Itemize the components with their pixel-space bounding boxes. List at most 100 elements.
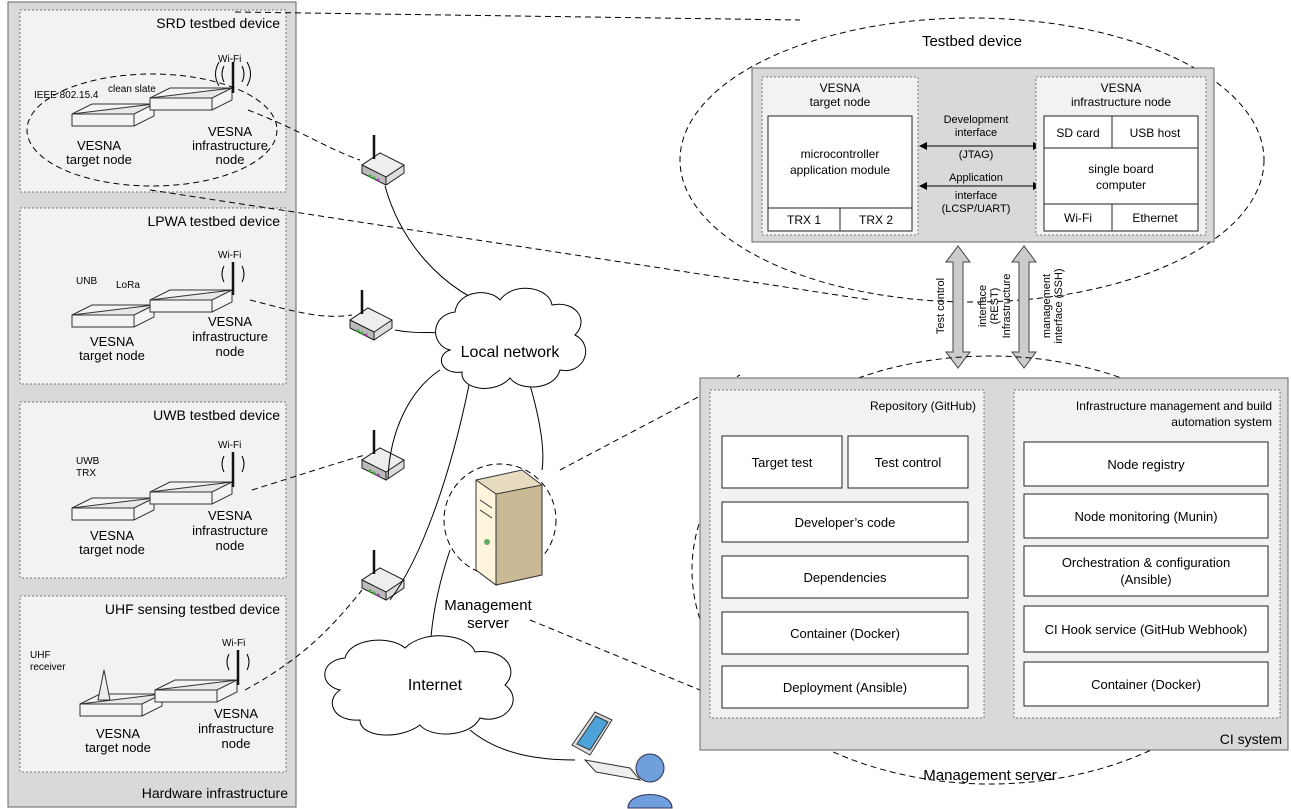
device-title: UHF sensing testbed device	[105, 601, 280, 617]
app-interface-1: Application	[949, 172, 1003, 184]
router-icon	[348, 288, 394, 342]
repository-title: Repository (GitHub)	[870, 399, 976, 413]
router-icon	[360, 548, 406, 602]
repo-item: Developer’s code	[795, 515, 896, 530]
device-title: UWB testbed device	[153, 407, 280, 423]
infra-interface-1: Infrastructure	[1001, 274, 1013, 339]
ci-hook-label: CI Hook service (GitHub Webhook)	[1045, 622, 1248, 637]
wifi-label: Wi-Fi	[218, 54, 241, 65]
usb-host-label: USB host	[1130, 126, 1181, 140]
wifi-antenna-icon	[221, 265, 245, 283]
internet-label: Internet	[408, 677, 463, 694]
radio-label-a: UNB	[76, 276, 97, 287]
test-interface-2: interface	[977, 285, 989, 327]
repo-item: Container (Docker)	[790, 626, 900, 641]
radio-label-a: UWB	[76, 456, 100, 467]
radio-label-b: LoRa	[116, 280, 140, 291]
infra-node-title-1: VESNA	[1101, 81, 1142, 95]
trx1-label: TRX 1	[787, 213, 821, 227]
trx2-label: TRX 2	[859, 213, 893, 227]
sd-card-label: SD card	[1056, 126, 1099, 140]
target-node-title-1: VESNA	[820, 81, 861, 95]
server-label-2: server	[467, 615, 509, 632]
mcu-box	[767, 115, 913, 209]
uwb-testbed-device: UWB testbed device UWB TRX Wi-Fi VESNA t…	[19, 401, 287, 579]
container-label: Container (Docker)	[1091, 677, 1201, 692]
infra-interface-2: management	[1041, 274, 1053, 338]
radio-label-b: clean slate	[108, 84, 156, 95]
uhf-testbed-device: UHF sensing testbed device UHF receiver …	[19, 595, 287, 773]
radio-label-b: TRX	[76, 468, 96, 479]
server-icon	[475, 469, 543, 586]
target-label-2: target node	[79, 542, 145, 557]
node-monitoring-label: Node monitoring (Munin)	[1074, 509, 1217, 524]
infra-interface-3: interface (SSH)	[1053, 268, 1065, 343]
wifi-antenna-icon	[215, 61, 251, 87]
repo-item: Dependencies	[803, 570, 887, 585]
internet-cloud	[324, 635, 514, 736]
ci-system-caption: CI system	[1220, 731, 1282, 747]
infra-label-2: infrastructure	[192, 138, 268, 153]
sbc-label-2: computer	[1096, 178, 1146, 192]
infra-mgmt-title-2: automation system	[1171, 415, 1272, 429]
wifi-antenna-icon	[221, 455, 245, 473]
node-registry-label: Node registry	[1107, 457, 1185, 472]
router-icon	[360, 133, 406, 187]
infra-label-3: node	[216, 152, 245, 167]
target-label-1: VESNA	[77, 138, 121, 153]
target-node-title-2: target node	[810, 95, 871, 109]
app-interface-3: (LCSP/UART)	[942, 203, 1011, 215]
target-label-2: target node	[85, 740, 151, 755]
orchestration-label-1: Orchestration & configuration	[1062, 555, 1230, 570]
router-icon	[360, 428, 406, 482]
target-label-2: target node	[66, 152, 132, 167]
local-network-label: Local network	[461, 344, 561, 361]
infra-mgmt-title-1: Infrastructure management and build	[1076, 399, 1272, 413]
target-test-label: Target test	[752, 455, 813, 470]
infra-label-2: infrastructure	[192, 523, 268, 538]
target-label-1: VESNA	[90, 334, 134, 349]
infra-label-1: VESNA	[214, 706, 258, 721]
trx2-box	[839, 207, 913, 232]
infra-management-interface-arrow: Infrastructure management interface (SSH…	[1001, 245, 1065, 369]
mcu-label-1: microcontroller	[801, 147, 880, 161]
orchestration-label-2: (Ansible)	[1120, 572, 1171, 587]
test-control-interface-arrow: Test control interface (REST)	[935, 245, 1001, 369]
dev-interface-2: interface	[955, 127, 997, 139]
wifi-module-label: Wi-Fi	[1064, 211, 1092, 225]
infra-label-1: VESNA	[208, 508, 252, 523]
radio-label-a: UHF	[30, 650, 51, 661]
mcu-label-2: application module	[790, 163, 890, 177]
wifi-label: Wi-Fi	[218, 440, 241, 451]
infra-node-title-2: infrastructure node	[1071, 95, 1171, 109]
repo-item: Deployment (Ansible)	[783, 680, 907, 695]
local-network-cloud	[435, 287, 587, 389]
dev-interface-1: Development	[944, 114, 1009, 126]
test-interface-1: Test control	[935, 278, 947, 334]
wifi-label: Wi-Fi	[218, 250, 241, 261]
user-workstation-icon	[571, 711, 673, 809]
infra-label-1: VESNA	[208, 124, 252, 139]
target-label-1: VESNA	[96, 726, 140, 741]
wifi-label: Wi-Fi	[222, 638, 245, 649]
device-title: LPWA testbed device	[147, 213, 280, 229]
test-control-label: Test control	[875, 455, 942, 470]
management-server-caption: Management server	[923, 767, 1056, 784]
uhf-antenna-icon	[97, 669, 111, 701]
sbc-label-1: single board	[1088, 162, 1153, 176]
target-label-2: target node	[79, 348, 145, 363]
device-title: SRD testbed device	[156, 15, 280, 31]
test-interface-3: (REST)	[989, 288, 1001, 325]
infra-label-3: node	[216, 538, 245, 553]
infra-label-3: node	[222, 736, 251, 751]
hardware-caption: Hardware infrastructure	[142, 785, 288, 801]
server-label-1: Management	[444, 597, 532, 614]
dev-interface-3: (JTAG)	[959, 149, 994, 161]
server-highlight	[443, 463, 557, 577]
testbed-device-ellipse	[679, 17, 1265, 303]
infra-label-2: infrastructure	[198, 721, 274, 736]
testbed-device-title: Testbed device	[922, 33, 1022, 50]
target-label-1: VESNA	[90, 528, 134, 543]
app-interface-2: interface	[955, 190, 997, 202]
